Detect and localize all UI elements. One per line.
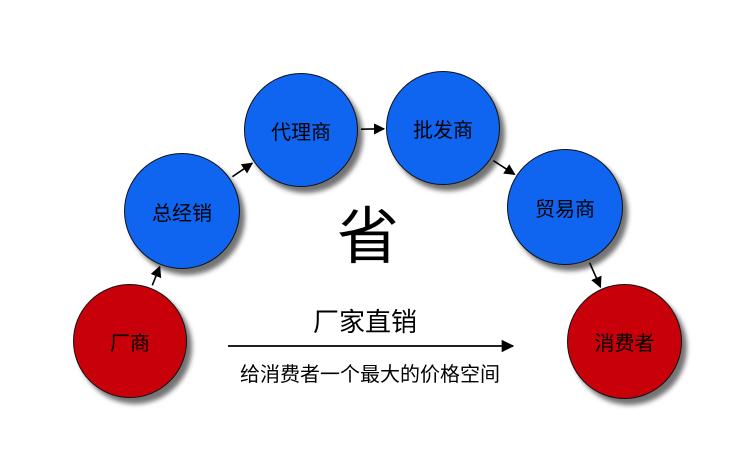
arrow-manufacturer-to-general-distributor: [150, 265, 162, 286]
node-label: 厂商: [110, 330, 150, 355]
arrow-wholesaler-to-trader: [492, 159, 516, 176]
node-label: 代理商: [271, 119, 331, 144]
center-character: 省: [336, 200, 399, 273]
node-label: 总经销: [152, 200, 212, 225]
node-general-distributor: 总经销: [124, 153, 240, 269]
node-wholesaler: 批发商: [386, 71, 500, 185]
node-label: 贸易商: [535, 196, 595, 221]
node-consumer: 消费者: [567, 284, 682, 399]
direct-sale-subtitle: 给消费者一个最大的价格空间: [240, 362, 500, 386]
node-label: 消费者: [594, 331, 655, 355]
arrow-trader-to-consumer: [588, 262, 602, 289]
direct-sale-title: 厂家直销: [312, 308, 417, 338]
node-manufacturer: 厂商: [73, 284, 187, 398]
node-trader: 贸易商: [507, 149, 623, 265]
arrow-general-distributor-to-agent: [231, 162, 254, 178]
node-label: 批发商: [413, 117, 473, 142]
node-agent: 代理商: [244, 73, 358, 187]
